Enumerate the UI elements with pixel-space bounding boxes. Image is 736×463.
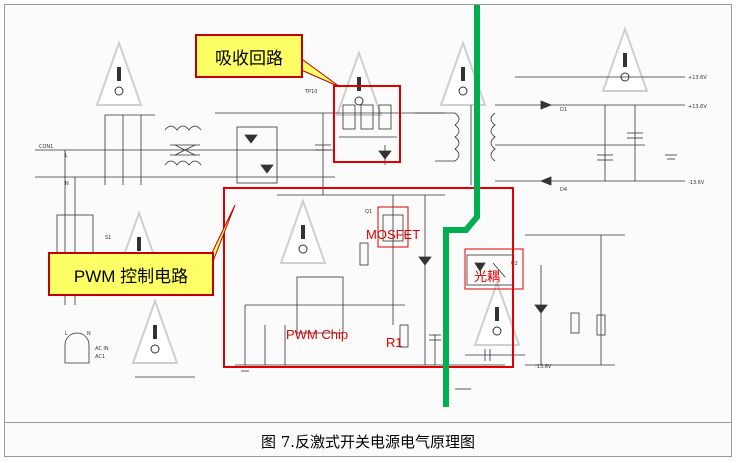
schematic-wires xyxy=(35,76,685,390)
absorb-circuit-callout: 吸收回路 xyxy=(195,34,303,78)
schematic-text: CON1 L N S1 L N AC IN AC1 Q1 U2 D1 D4 TP… xyxy=(39,75,707,370)
optocoupler-box xyxy=(464,248,524,290)
optocoupler-label: 光耦 xyxy=(474,269,501,284)
mosfet-box xyxy=(377,206,409,248)
mosfet-label: MOSFET xyxy=(366,227,421,242)
schematic-diagram: CON1 L N S1 L N AC IN AC1 Q1 U2 D1 D4 TP… xyxy=(35,5,707,407)
u2-label: U2 xyxy=(511,261,518,267)
d1-label: D1 xyxy=(560,107,567,113)
figure-caption: 图 7.反激式开关电源电气原理图 xyxy=(4,422,732,459)
pwm-chip-label: PWM Chip xyxy=(286,327,349,342)
ac-in-label: AC IN xyxy=(95,346,109,352)
n-label: N xyxy=(65,181,69,187)
pwm-control-box xyxy=(223,187,514,368)
watermark-triangles xyxy=(95,26,649,364)
l2-label: L xyxy=(65,331,68,337)
r1-label: R1 xyxy=(386,335,403,350)
out-pos-label: +13.6V xyxy=(688,104,707,110)
con1-label: CON1 xyxy=(39,144,53,150)
l-label: L xyxy=(65,153,68,159)
out-neg2-label: -13.6V xyxy=(535,364,552,370)
n2-label: N xyxy=(87,331,91,337)
pwm-control-callout: PWM 控制电路 xyxy=(48,252,214,296)
callout-pointers xyxy=(209,56,341,270)
d4-label: D4 xyxy=(560,187,567,193)
tp-label: TP10 xyxy=(304,89,317,95)
out-pos2-label: +13.6V xyxy=(688,75,707,81)
ac1-label: AC1 xyxy=(95,354,105,360)
out-neg-label: -13.6V xyxy=(688,180,705,186)
q1-label: Q1 xyxy=(365,209,372,215)
absorb-circuit-box xyxy=(333,85,401,163)
highlight-boxes xyxy=(223,85,524,368)
s1-label: S1 xyxy=(105,235,111,241)
isolation-line xyxy=(443,5,480,407)
